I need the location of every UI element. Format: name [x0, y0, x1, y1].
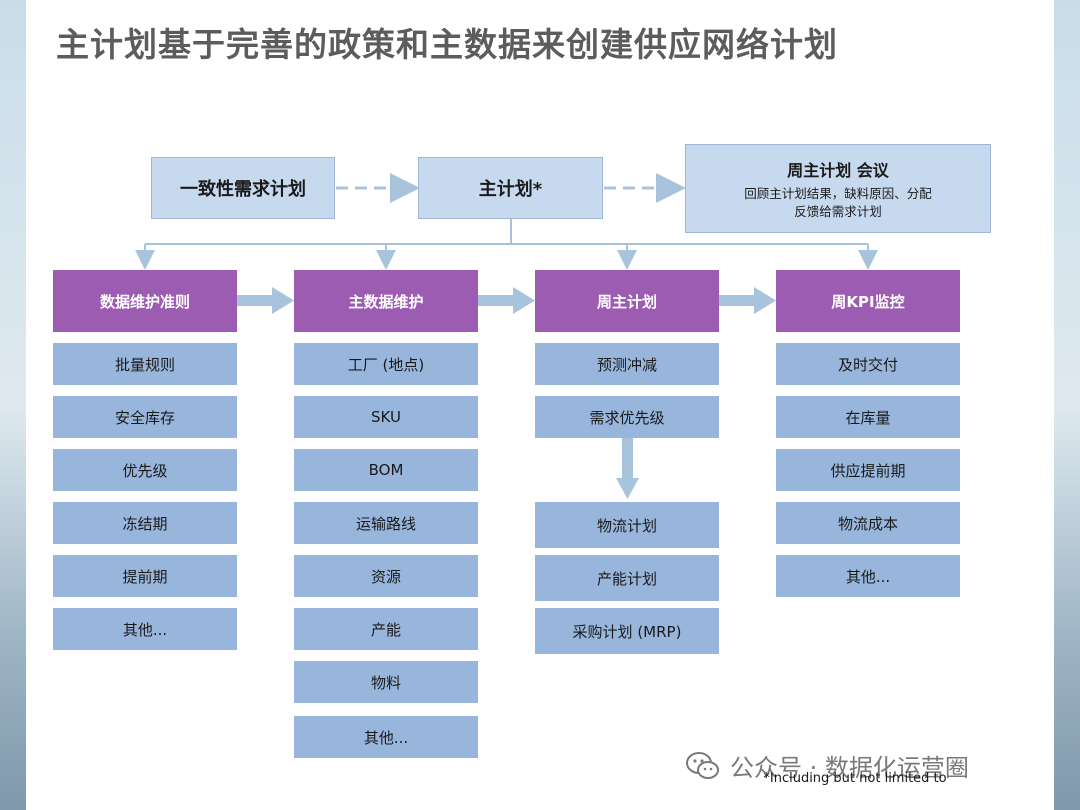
watermark: 公众号 · 数据化运营圈	[686, 748, 969, 783]
list-item-label: 优先级	[122, 461, 168, 480]
thick-arrow-1-2	[237, 287, 294, 314]
list-item-label: 资源	[370, 567, 401, 586]
list-item-label: 安全库存	[114, 408, 175, 427]
thick-arrow-2-3	[478, 287, 535, 314]
column-header-master-data-maintenance: 主数据维护	[294, 270, 478, 332]
list-item: 物流计划	[535, 502, 719, 548]
list-item: 其他...	[294, 716, 478, 758]
list-item-label: 其他...	[363, 728, 409, 747]
list-item-label: 运输路线	[355, 514, 416, 533]
list-item-label: 产能	[370, 620, 401, 639]
column-header-weekly-kpi-monitoring: 周KPI监控	[776, 270, 960, 332]
column-header-label: 周KPI监控	[831, 292, 905, 311]
consensus-demand-plan-box: 一致性需求计划	[151, 157, 335, 219]
list-item: 供应提前期	[776, 449, 960, 491]
watermark-text: 公众号 · 数据化运营圈	[730, 754, 969, 782]
list-item: 资源	[294, 555, 478, 597]
list-item: 运输路线	[294, 502, 478, 544]
list-item: 物料	[294, 661, 478, 703]
list-item-label: 需求优先级	[589, 408, 665, 427]
list-item: 产能计划	[535, 555, 719, 601]
list-item: BOM	[294, 449, 478, 491]
list-item: 在库量	[776, 396, 960, 438]
background-right-strip	[1054, 0, 1080, 810]
thick-arrow-down-col3	[616, 438, 639, 499]
list-item: 提前期	[53, 555, 237, 597]
connector-lines	[135, 173, 878, 499]
list-item-label: 其他...	[845, 567, 891, 586]
list-item: 需求优先级	[535, 396, 719, 438]
column-header-label: 主数据维护	[348, 292, 424, 311]
list-item: 优先级	[53, 449, 237, 491]
weekly-master-plan-meeting-box: 周主计划 会议 回顾主计划结果，缺料原因、分配反馈给需求计划	[685, 144, 991, 233]
list-item-label: 供应提前期	[830, 461, 906, 480]
list-item: 采购计划 (MRP)	[535, 608, 719, 654]
meeting-title: 周主计划 会议	[787, 160, 889, 180]
column-header-label: 数据维护准则	[99, 292, 190, 311]
list-item-label: 在库量	[845, 408, 891, 427]
list-item: 安全库存	[53, 396, 237, 438]
list-item-label: 物料	[370, 673, 401, 692]
column-header-weekly-master-plan: 周主计划	[535, 270, 719, 332]
slide: 主计划基于完善的政策和主数据来创建供应网络计划	[26, 0, 1054, 810]
list-item: 其他...	[53, 608, 237, 650]
list-item-label: 冻结期	[122, 514, 168, 533]
thick-arrow-3-4	[719, 287, 776, 314]
list-item-label: 采购计划 (MRP)	[572, 622, 682, 641]
list-item-label: SKU	[371, 408, 401, 426]
column-header-label: 周主计划	[596, 292, 657, 311]
list-item-label: 物流计划	[596, 516, 657, 535]
list-item-label: 及时交付	[837, 355, 898, 374]
list-item: 物流成本	[776, 502, 960, 544]
list-item: 工厂 (地点)	[294, 343, 478, 385]
background-left-strip	[0, 0, 26, 810]
master-plan-label: 主计划*	[478, 179, 543, 200]
list-item-label: 预测冲减	[596, 355, 657, 374]
list-item-label: 工厂 (地点)	[347, 355, 425, 374]
list-item: 批量规则	[53, 343, 237, 385]
consensus-demand-plan-label: 一致性需求计划	[180, 179, 306, 200]
list-item: 及时交付	[776, 343, 960, 385]
list-item: SKU	[294, 396, 478, 438]
list-item: 产能	[294, 608, 478, 650]
wechat-icon	[686, 751, 719, 779]
list-item-label: 提前期	[122, 567, 168, 586]
list-item: 预测冲减	[535, 343, 719, 385]
list-item-label: 其他...	[122, 620, 168, 639]
column-header-data-maintenance-rules: 数据维护准则	[53, 270, 237, 332]
list-item: 冻结期	[53, 502, 237, 544]
list-item-label: BOM	[368, 461, 404, 479]
footnote: *Including but not limited to	[763, 771, 947, 786]
list-item-label: 物流成本	[837, 514, 898, 533]
master-plan-box: 主计划*	[418, 157, 603, 219]
list-item: 其他...	[776, 555, 960, 597]
list-item-label: 产能计划	[596, 569, 657, 588]
meeting-description: 回顾主计划结果，缺料原因、分配反馈给需求计划	[744, 185, 932, 219]
page-title: 主计划基于完善的政策和主数据来创建供应网络计划	[56, 25, 838, 64]
list-item-label: 批量规则	[114, 355, 175, 374]
